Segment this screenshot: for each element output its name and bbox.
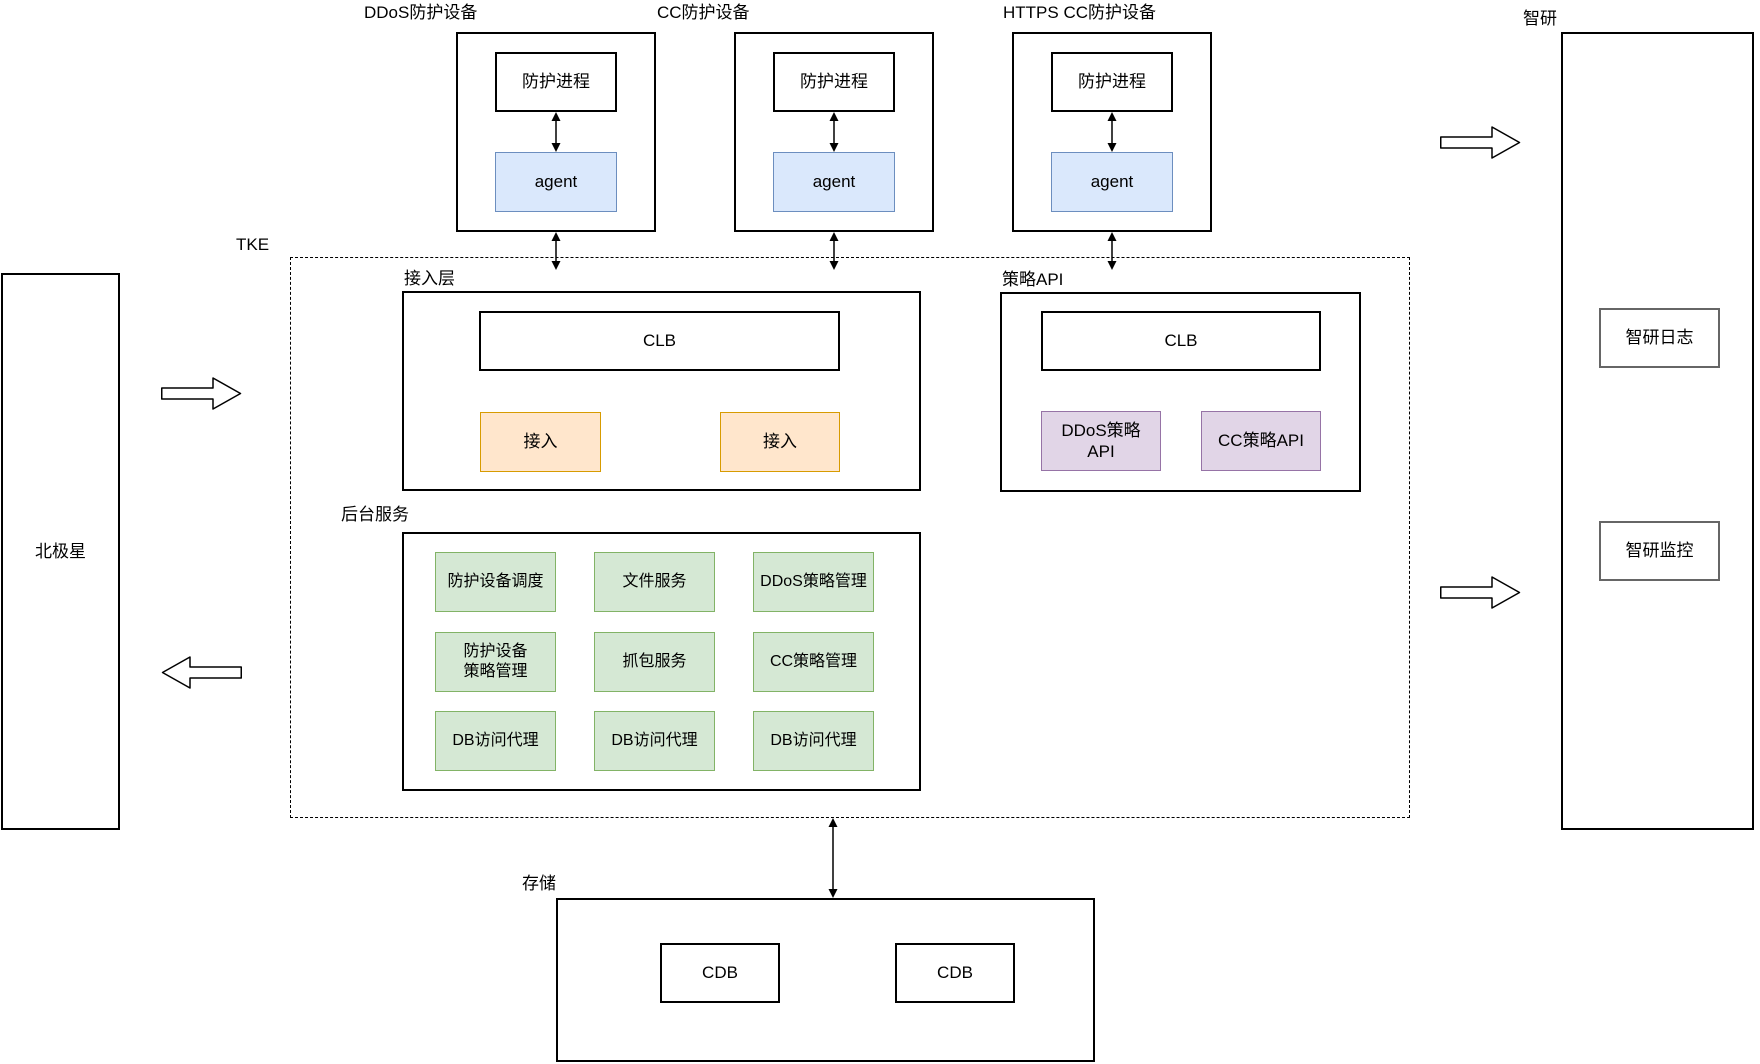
double-arrow-device-tke-2 [829, 232, 839, 270]
device-ddos-label: DDoS防护设备 [364, 3, 478, 22]
zhiyan-label: 智研 [1523, 9, 1557, 28]
double-arrow-process-agent-3 [1107, 112, 1117, 152]
ddos-policy-api-box: DDoS策略 API [1041, 411, 1161, 471]
double-arrow-process-agent-2 [829, 112, 839, 152]
access-node-1: 接入 [480, 412, 601, 472]
tke-label: TKE [236, 235, 270, 254]
block-arrow-right-zhiyan-top [1440, 126, 1521, 159]
block-arrow-left-tke-polaris [161, 656, 242, 689]
zhiyan-container [1561, 32, 1754, 830]
service-device-scheduling: 防护设备调度 [435, 552, 556, 612]
service-packet-capture: 抓包服务 [594, 632, 715, 692]
cdb-box-1: CDB [660, 943, 780, 1003]
device-cc-agent-box: agent [773, 152, 895, 212]
double-arrow-process-agent-1 [551, 112, 561, 152]
zhiyan-log-box: 智研日志 [1599, 308, 1720, 368]
zhiyan-monitor-box: 智研监控 [1599, 521, 1720, 581]
cc-policy-api-box: CC策略API [1201, 411, 1321, 471]
policy-clb-box: CLB [1041, 311, 1321, 371]
access-layer-label: 接入层 [404, 269, 455, 288]
double-arrow-tke-storage [828, 818, 838, 898]
device-https-cc-label: HTTPS CC防护设备 [1003, 3, 1156, 22]
device-cc-label: CC防护设备 [657, 3, 750, 22]
device-https-cc-process-box: 防护进程 [1051, 52, 1173, 112]
service-db-proxy-3: DB访问代理 [753, 711, 874, 771]
service-device-policy-mgmt: 防护设备 策略管理 [435, 632, 556, 692]
service-db-proxy-2: DB访问代理 [594, 711, 715, 771]
device-https-cc-agent-box: agent [1051, 152, 1173, 212]
access-clb-box: CLB [479, 311, 840, 371]
block-arrow-right-polaris-tke [161, 377, 242, 410]
storage-label: 存储 [522, 874, 556, 893]
polaris-box: 北极星 [1, 273, 120, 830]
service-db-proxy-1: DB访问代理 [435, 711, 556, 771]
service-file-service: 文件服务 [594, 552, 715, 612]
double-arrow-device-tke-3 [1107, 232, 1117, 270]
access-node-2: 接入 [720, 412, 840, 472]
tke-container [290, 257, 1410, 818]
device-cc-process-box: 防护进程 [773, 52, 895, 112]
policy-api-label: 策略API [1002, 270, 1064, 289]
block-arrow-right-zhiyan-bottom [1440, 576, 1521, 609]
backend-services-label: 后台服务 [341, 505, 409, 524]
double-arrow-device-tke-1 [551, 232, 561, 270]
device-ddos-agent-box: agent [495, 152, 617, 212]
cdb-box-2: CDB [895, 943, 1015, 1003]
device-ddos-process-box: 防护进程 [495, 52, 617, 112]
service-ddos-policy-mgmt: DDoS策略管理 [753, 552, 874, 612]
service-cc-policy-mgmt: CC策略管理 [753, 632, 874, 692]
